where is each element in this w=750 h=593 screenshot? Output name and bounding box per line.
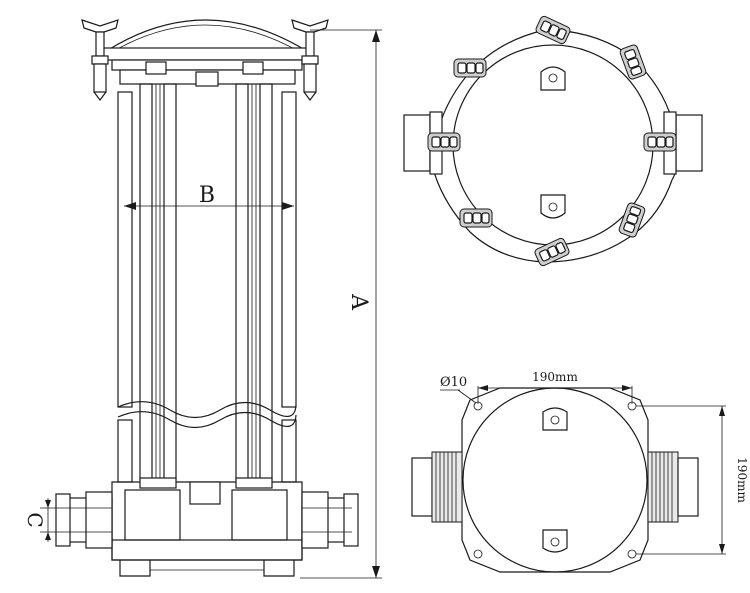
housing-wall-right	[281, 91, 297, 408]
wing-screw-left-icon	[81, 19, 119, 101]
bolt-hole	[473, 549, 483, 559]
dimension-width: 190mm	[477, 370, 633, 404]
dimension-c: C	[23, 498, 62, 542]
side-outlet-right	[301, 491, 359, 549]
dim-a-label: A	[346, 293, 371, 311]
height-label: 190mm	[735, 457, 749, 503]
bolt-hole	[627, 549, 637, 559]
bottom-pipe-left	[411, 451, 463, 523]
dim-b-label: B	[199, 183, 215, 208]
wing-screw-right-icon	[291, 19, 329, 101]
dim-c-label: C	[23, 512, 47, 527]
dimension-a: A	[300, 29, 382, 579]
bottom-pipe-right	[647, 451, 699, 523]
side-section-view: A B C	[23, 19, 382, 579]
side-outlet-left	[55, 491, 113, 549]
top-view	[403, 15, 703, 267]
hole-label: Ø10	[440, 375, 467, 390]
clamp-knob-icon	[427, 15, 677, 267]
width-label: 190mm	[532, 370, 578, 384]
housing-wall-left	[117, 91, 133, 408]
bottom-view: 190mm 190mm Ø10	[411, 370, 749, 573]
lid-flange	[99, 47, 311, 61]
dimension-height: 190mm	[636, 405, 749, 555]
dimension-b: B	[124, 183, 294, 210]
lid-dome	[107, 19, 306, 51]
hole-callout: Ø10	[440, 375, 477, 404]
